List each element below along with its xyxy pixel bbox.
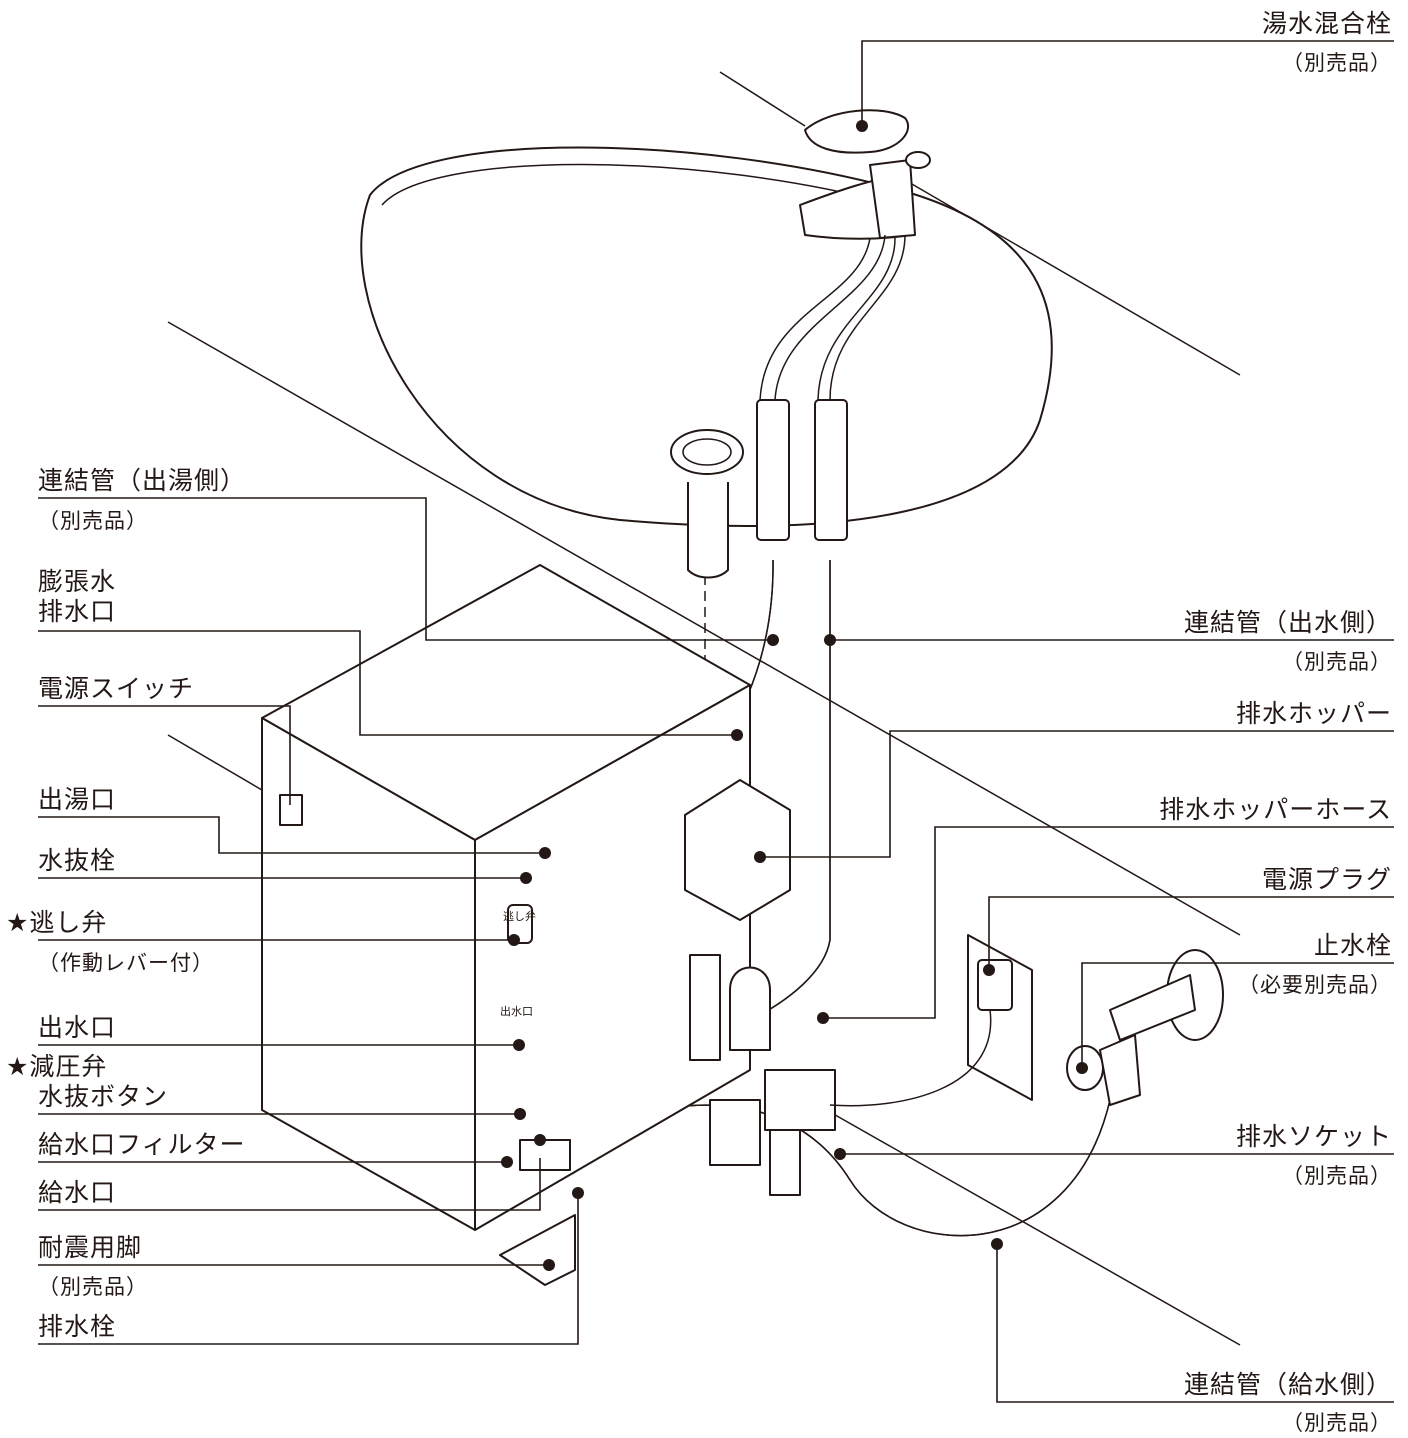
label-pressure-reducing-valve-line1: ★減圧弁 bbox=[6, 1052, 108, 1081]
label-connecting-pipe-supply-note: （別売品） bbox=[1282, 1411, 1392, 1435]
label-water-outlet: 出水口 bbox=[38, 1013, 117, 1042]
label-drain-hopper-hose: 排水ホッパーホース bbox=[1159, 795, 1392, 824]
label-drain-socket-note: （別売品） bbox=[1282, 1164, 1392, 1188]
water-outlet-marking: 出水口 bbox=[500, 1004, 533, 1018]
mixing-faucet bbox=[759, 109, 931, 401]
label-connecting-pipe-cold-note: （別売品） bbox=[1282, 650, 1392, 674]
power-outlet bbox=[829, 934, 1033, 1107]
label-stop-valve: 止水栓 bbox=[1313, 931, 1392, 960]
label-drain-plug: 排水栓 bbox=[38, 1312, 117, 1341]
washbasin bbox=[360, 146, 1053, 579]
stop-valve bbox=[1066, 949, 1224, 1106]
label-seismic-leg-note: （別売品） bbox=[38, 1275, 148, 1299]
label-connecting-pipe-cold: 連結管（出水側） bbox=[1183, 608, 1392, 637]
label-mixing-faucet: 湯水混合栓 bbox=[1261, 9, 1392, 38]
label-inlet-filter: 給水口フィルター bbox=[38, 1130, 246, 1159]
label-drain-hopper: 排水ホッパー bbox=[1235, 699, 1392, 728]
label-drain-socket: 排水ソケット bbox=[1235, 1122, 1392, 1151]
leader-lines-right bbox=[760, 40, 1394, 1403]
label-expansion-water-line1: 膨張水 bbox=[38, 567, 117, 596]
label-water-inlet: 給水口 bbox=[38, 1178, 117, 1207]
label-connecting-pipe-hot: 連結管（出湯側） bbox=[38, 466, 247, 495]
label-relief-valve-note: （作動レバー付） bbox=[38, 951, 214, 975]
water-heater-unit: 逃し弁 出水口 bbox=[261, 564, 751, 1286]
label-expansion-water-line2: 排水口 bbox=[38, 597, 117, 626]
label-pressure-reducing-valve-line2: 水抜ボタン bbox=[38, 1082, 169, 1111]
label-power-switch: 電源スイッチ bbox=[38, 674, 195, 703]
label-connecting-pipe-supply: 連結管（給水側） bbox=[1183, 1370, 1392, 1399]
label-connecting-pipe-hot-note: （別売品） bbox=[38, 509, 148, 533]
label-stop-valve-note: （必要別売品） bbox=[1238, 973, 1392, 997]
drain-assembly bbox=[684, 779, 836, 1196]
leader-lines-left bbox=[38, 497, 773, 1345]
label-power-plug: 電源プラグ bbox=[1261, 865, 1392, 894]
label-hot-water-outlet: 出湯口 bbox=[38, 785, 117, 814]
relief-valve-marking: 逃し弁 bbox=[503, 909, 536, 923]
label-seismic-leg: 耐震用脚 bbox=[38, 1233, 143, 1262]
label-mixing-faucet-note: （別売品） bbox=[1282, 51, 1392, 75]
label-drain-cock: 水抜栓 bbox=[38, 846, 117, 875]
label-relief-valve: ★逃し弁 bbox=[6, 908, 108, 937]
callout-dots bbox=[501, 120, 1088, 1271]
